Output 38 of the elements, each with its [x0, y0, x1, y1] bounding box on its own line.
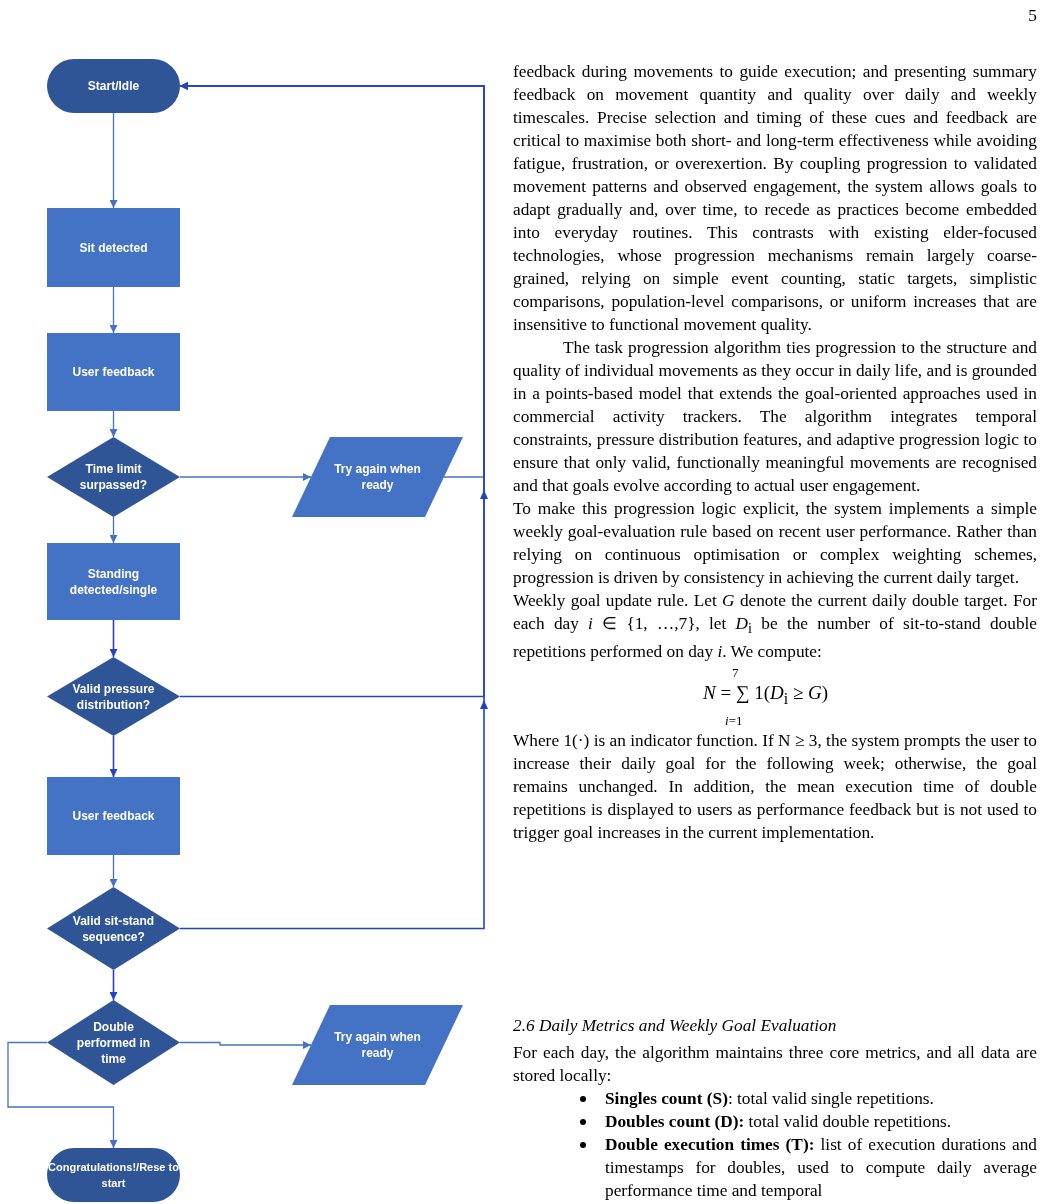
section-heading: 2.6 Daily Metrics and Weekly Goal Evaluation [513, 1015, 838, 1037]
node-label: Time limit surpassed? [78, 461, 149, 493]
node-label: Valid pressure distribution? [71, 680, 156, 713]
process-box [47, 543, 180, 620]
node-label: Sit detected [79, 239, 148, 256]
node-label: Start/Idle [87, 78, 140, 94]
formula-limit: i=1 [725, 714, 743, 729]
terminal-shape [47, 1148, 180, 1202]
node-label: Try again when ready [333, 1029, 422, 1061]
paragraph: The task progression algorithm ties progression to the structure and quality of individual movements as they occur in daily life, and is grounded in a points-based model that extends the goal-oriented approaches used in commercial activity trackers. The algorithm integrates temporal constraints, pressure distribution features, and adaptive progression logic to ensure that only valid, functionally meaningful movements are recognised and that goals evolve according to actual user engagement. [513, 337, 1037, 497]
node-label: User feedback [72, 364, 155, 380]
decision-diamond [47, 657, 180, 736]
paragraph: For each day, the algorithm maintains three core metrics, and all data are stored locally: [513, 1042, 1037, 1087]
bullet-item: Doubles count (D): total valid double repetitions. [605, 1111, 953, 1133]
decision-diamond [47, 887, 180, 970]
parallelogram-shape [292, 437, 463, 517]
node-label: Valid sit-stand sequence? [71, 912, 156, 945]
node-label: Standing detected/single [68, 565, 159, 598]
paragraph: Where 1(·) is an indicator function. If N ≥ 3, the system prompts the user to increase their daily goal for the following week; otherwise, the goal remains unchanged. In addition, the mean execution time of double repetitions is displayed to users as performance feedback but is not used to trigger goal increases in the current implementation. [513, 730, 1037, 845]
decision-diamond [47, 437, 180, 517]
parallelogram-shape [292, 1005, 463, 1085]
formula-limit: 7 [732, 666, 739, 681]
node-label: Try again when ready [333, 461, 422, 493]
decision-diamond [47, 1000, 180, 1085]
page-number: 5 [1027, 5, 1037, 27]
node-label: Congratulations!/Rese to start [47, 1160, 180, 1191]
node-label: User feedback [72, 808, 155, 824]
process-box [47, 208, 180, 287]
bullet-item: Singles count (S): total valid single repetitions. [605, 1088, 935, 1110]
formula: N = ∑ 1(D$_{i}$ ≥ G) [703, 681, 829, 710]
paragraph: Weekly goal update rule. Let G denote the current daily double target. For each day i ∈ {1, …,7}, let D$_{i}$ be the number of sit-to-stand double repetitions performed on day i. We compute: [513, 590, 1037, 664]
process-box [47, 777, 180, 855]
bullet-item: Double execution times (T): list of execution durations and timestamps for doubles, used to compute daily average performance time and temporal [605, 1134, 1037, 1202]
paragraph: feedback during movements to guide execution; and presenting summary feedback on movement quantity and quality over daily and weekly timescales. Precise selection and timing of these cues and feedback are critical to maximise both short- and long-term effectiveness while avoiding fatigue, frustration, or overexertion. By coupling progression to validated movement patterns and observed engagement, the system allows goals to adapt gradually and, over time, to recede as practices become embedded into everyday routines. This contrasts with existing elder-focused technologies, whose progression mechanisms remain largely coarse-grained, relying on simple event counting, static targets, simplistic comparisons, population-level comparisons, or uniform increases that are insensitive to functional movement quality. [513, 61, 1037, 336]
node-label: Double performed in time [75, 1018, 152, 1067]
terminal-shape [47, 59, 180, 113]
process-box [47, 333, 180, 411]
paragraph: To make this progression logic explicit, the system implements a simple weekly goal-evaluation rule based on recent user performance. Rather than relying on continuous optimisation or complex weighting schemes, progression is driven by consistency in achieving the current daily target. [513, 498, 1037, 589]
